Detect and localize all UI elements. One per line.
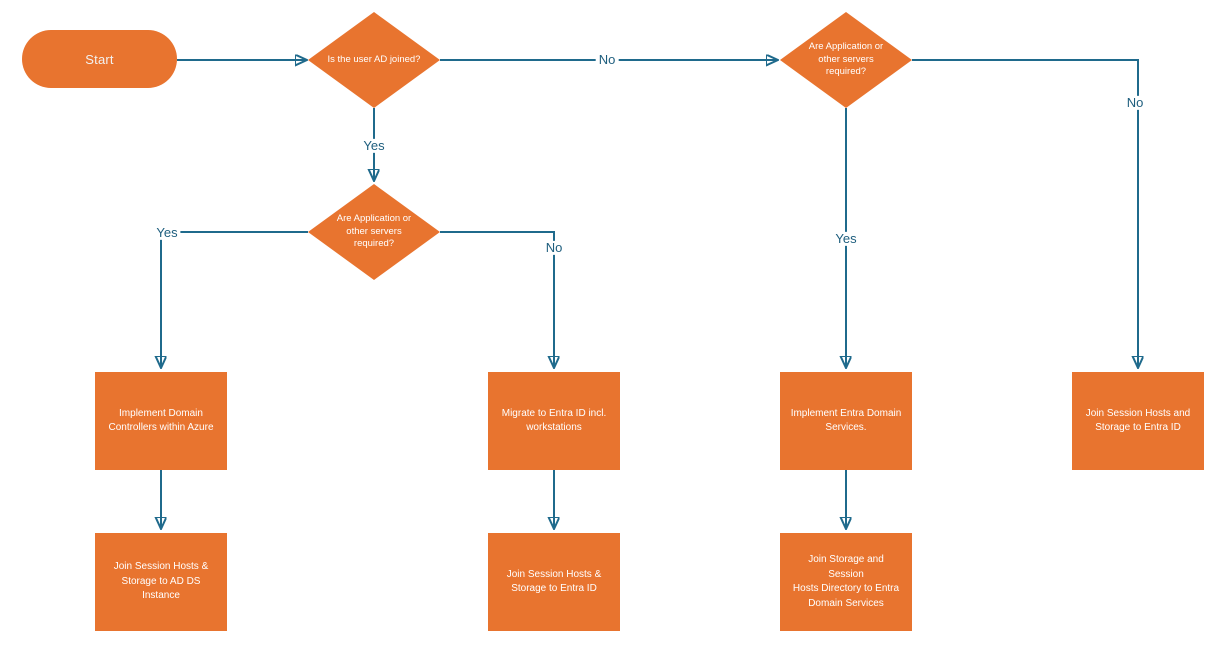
edge-label-servers-mid-yes: Yes (153, 225, 181, 241)
start-node: Start (22, 30, 177, 88)
edge-label-servers-right-yes: Yes (832, 231, 860, 247)
process-join-hosts-storage-entra: Join Session Hosts & Storage to Entra ID (488, 533, 620, 631)
process-implement-entra-ds: Implement Entra Domain Services. (780, 372, 912, 470)
edge-label-ad-joined-yes: Yes (360, 138, 388, 154)
process-join-hosts-storage-entra-far-right: Join Session Hosts and Storage to Entra … (1072, 372, 1204, 470)
edge-label-ad-joined-no: No (595, 52, 619, 68)
connector-servers-right-no-right-down (912, 59, 1138, 367)
connector-servers-mid-yes-left-down (161, 231, 308, 367)
process-join-hosts-storage-adds: Join Session Hosts & Storage to AD DS In… (95, 533, 227, 631)
process-join-storage-hosts-entra-ds: Join Storage and Session Hosts Directory… (780, 533, 912, 631)
process-migrate-entra-id: Migrate to Entra ID incl. workstations (488, 372, 620, 470)
edge-label-servers-right-no: No (1123, 95, 1147, 111)
process-implement-dc-azure: Implement Domain Controllers within Azur… (95, 372, 227, 470)
edge-label-servers-mid-no: No (542, 240, 566, 256)
connector-servers-mid-no-right-down (440, 231, 554, 367)
